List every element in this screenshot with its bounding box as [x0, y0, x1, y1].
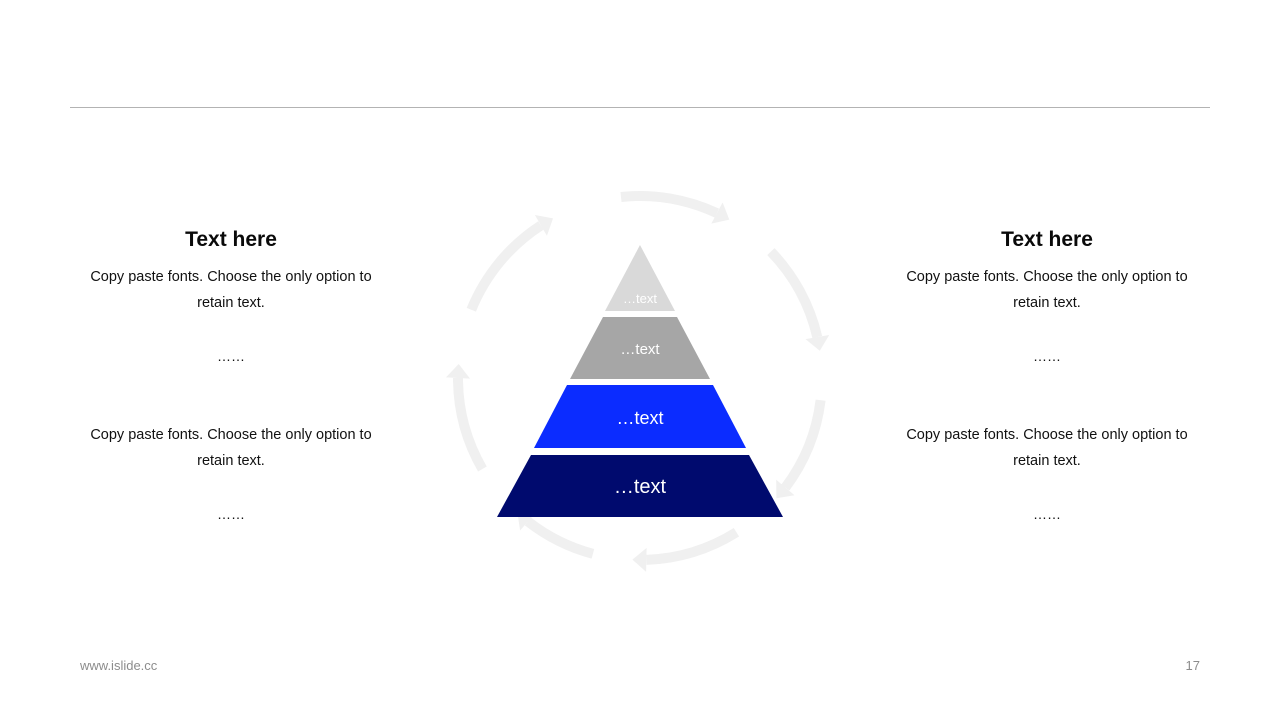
cycle-arrow-segment	[767, 248, 823, 339]
pyramid-level-1	[605, 245, 675, 311]
pyramid-level-2	[570, 317, 710, 379]
pyramid-level-3-label: …text	[616, 408, 663, 428]
cycle-arrow-head	[776, 479, 795, 499]
cycle-arrow-segment	[781, 399, 826, 491]
pyramid: …text …text …text …text	[497, 245, 783, 517]
right-ellipsis-1: ……	[1033, 348, 1061, 364]
pyramid-level-4	[497, 455, 783, 517]
pyramid-level-3	[534, 385, 746, 448]
cycle-arrow-head	[632, 547, 647, 572]
cycle-arrow-segment	[466, 221, 544, 312]
right-paragraph-2: Copy paste fonts. Choose the only option…	[906, 427, 1188, 469]
cycle-arrow-segment	[453, 377, 487, 472]
footer-url: www.islide.cc	[80, 658, 158, 673]
top-divider	[70, 107, 1210, 108]
left-paragraph-1: Copy paste fonts. Choose the only option…	[90, 269, 372, 311]
cycle-arrow-segment	[646, 528, 740, 565]
left-title: Text here	[185, 228, 277, 251]
pyramid-level-4-label: …text	[614, 476, 667, 498]
cycle-arrow-head	[446, 364, 470, 379]
right-ellipsis-2: ……	[1033, 506, 1061, 522]
left-paragraph-2: Copy paste fonts. Choose the only option…	[90, 427, 372, 469]
left-ellipsis-1: ……	[217, 348, 245, 364]
cycle-arrow-segment	[620, 191, 720, 218]
pyramid-cycle-diagram: …text …text …text …text	[446, 191, 830, 572]
right-paragraph-1: Copy paste fonts. Choose the only option…	[906, 269, 1188, 311]
cycle-arrow-segment	[524, 517, 595, 559]
right-title: Text here	[1001, 228, 1093, 251]
pyramid-level-1-label: …text	[623, 291, 657, 306]
cycle-arrow-head	[711, 202, 730, 224]
cycle-arrow-head	[534, 215, 553, 236]
cycle-arrows	[446, 191, 830, 572]
pyramid-level-2-label: …text	[620, 341, 660, 358]
page-number: 17	[1185, 658, 1200, 673]
left-ellipsis-2: ……	[217, 506, 245, 522]
cycle-arrow-head	[805, 335, 830, 351]
